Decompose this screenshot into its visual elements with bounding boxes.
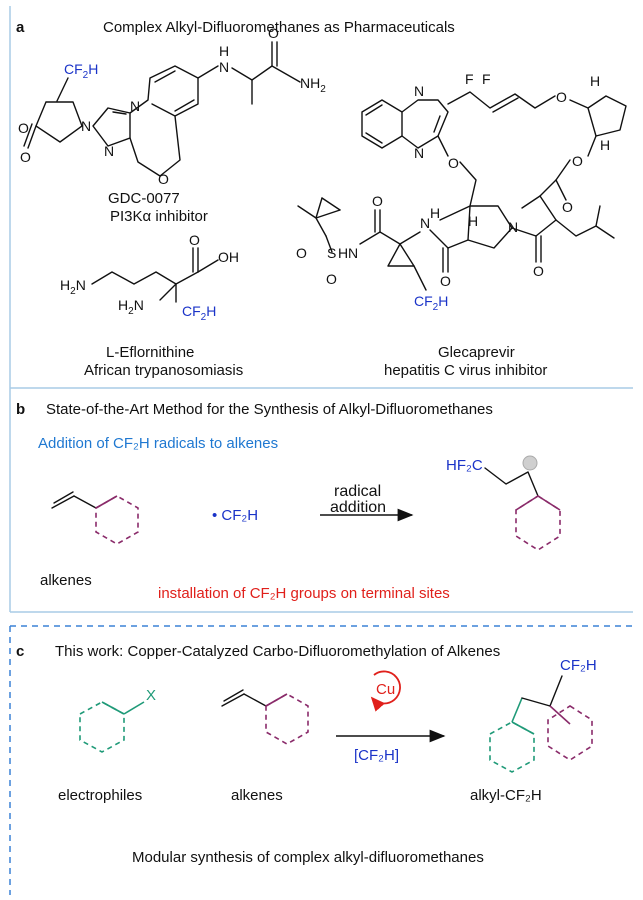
panel-b-substituent-ball (522, 455, 538, 471)
glec-s: S (327, 245, 336, 261)
gdc-desc: PI3Kα inhibitor (110, 208, 208, 225)
panel-a-title: Complex Alkyl-Difluoromethanes as Pharma… (103, 19, 455, 36)
gdc-cf2h-label: CF2H (64, 61, 98, 81)
panel-b-arrow-bottom: addition (330, 499, 386, 516)
panel-c-alkenes-label: alkenes (231, 787, 283, 804)
glec-nh1-h: H (338, 245, 348, 261)
gdc-n1: N (81, 118, 91, 134)
panel-b-alkene-structure (51, 491, 139, 545)
panel-b-radical-label: • CF₂H (212, 507, 258, 524)
glec-nh1-n: N (348, 245, 358, 261)
panel-b-subtitle: Addition of CF₂H radicals to alkenes (38, 435, 278, 452)
panel-b-reactant-label: alkenes (40, 572, 92, 589)
panel-c-reagent: [CF₂H] (354, 747, 399, 764)
panel-c-alkene-structure (221, 689, 309, 745)
glec-o-am3: O (533, 263, 544, 279)
panel-c-catalyst: Cu (376, 681, 395, 698)
panel-b-arrow-top: radical (334, 483, 381, 500)
panel-c-catalytic-cycle (370, 670, 401, 712)
gdc-o-ether: O (158, 171, 169, 187)
eflornithine-o: O (189, 232, 200, 248)
glec-o-ester: O (562, 199, 573, 215)
eflornithine-cf2h-label: CF2H (182, 303, 216, 323)
glec-n-bot: N (414, 145, 424, 161)
glec-o-ring1: O (556, 89, 567, 105)
panel-c-electrophile-structure (79, 701, 145, 753)
panel-c-footer: Modular synthesis of complex alkyl-diflu… (132, 849, 484, 866)
panel-c-electrophiles-label: electrophiles (58, 787, 142, 804)
glec-o-s2: O (326, 271, 337, 287)
panel-c-product-cf2h: CF₂H (560, 657, 597, 674)
gdc-o-ring: O (18, 120, 29, 136)
glec-cf2h-label: CF2H (414, 293, 448, 313)
glec-f1: F (465, 71, 474, 87)
panel-b-product-cf2h: HF₂C (446, 457, 483, 474)
eflornithine-h2n-left: H2N (60, 277, 86, 297)
panel-b: b State-of-the-Art Method for the Synthe… (9, 388, 633, 613)
panel-c-title: This work: Copper-Catalyzed Carbo-Difluo… (55, 643, 500, 660)
panel-c-product-structure (489, 675, 593, 773)
panel-c: c This work: Copper-Catalyzed Carbo-Difl… (9, 625, 633, 895)
panel-a: a Complex Alkyl-Difluoromethanes as Phar… (9, 6, 633, 389)
glecaprevir-name: Glecaprevir (438, 344, 515, 361)
eflornithine-name: L-Eflornithine (106, 344, 194, 361)
glec-n-pyr: N (508, 219, 518, 235)
glec-h3: H (468, 213, 478, 229)
gdc-n2: N (130, 98, 140, 114)
panel-c-x-label: X (146, 687, 156, 704)
gdc-o-carbonyl: O (20, 149, 31, 165)
glec-f2: F (482, 71, 491, 87)
gdc-o-amide: O (268, 25, 279, 41)
glec-h2: H (600, 137, 610, 153)
glec-o-am1: O (372, 193, 383, 209)
gdc-n3: N (104, 143, 114, 159)
gdc-nh2: NH2 (300, 75, 326, 95)
eflornithine-h2n-mid: H2N (118, 297, 144, 317)
glec-h1: H (590, 73, 600, 89)
glec-o-quin: O (448, 155, 459, 171)
glec-n-top: N (414, 83, 424, 99)
glec-o-am2: O (440, 273, 451, 289)
panel-b-title: State-of-the-Art Method for the Synthesi… (46, 401, 493, 418)
glec-o-ring2: O (572, 153, 583, 169)
panel-b-product-structure (484, 455, 561, 551)
panel-c-product-label: alkyl-CF₂H (470, 787, 542, 804)
panel-b-note: installation of CF₂H groups on terminal … (158, 585, 450, 602)
glec-o-s1: O (296, 245, 307, 261)
glec-nh2-n: N (420, 215, 430, 231)
glecaprevir-desc: hepatitis C virus inhibitor (384, 362, 547, 379)
glec-nh2-h: H (430, 205, 440, 221)
panel-b-letter: b (16, 401, 25, 418)
panel-c-letter: c (16, 643, 24, 660)
gdc-0077-structure: CF2H O O N N N O H N O NH2 (18, 25, 326, 187)
gdc-nh-h: H (219, 43, 229, 59)
gdc-name: GDC-0077 (108, 190, 180, 207)
glecaprevir-structure: F F N N O O O O H H H S O O N H N H O O … (296, 71, 627, 313)
panel-a-letter: a (16, 19, 25, 36)
eflornithine-structure: H2N H2N CF2H O OH (60, 232, 239, 323)
eflornithine-oh: OH (218, 249, 239, 265)
eflornithine-desc: African trypanosomiasis (84, 362, 243, 379)
gdc-nh-n: N (219, 59, 229, 75)
